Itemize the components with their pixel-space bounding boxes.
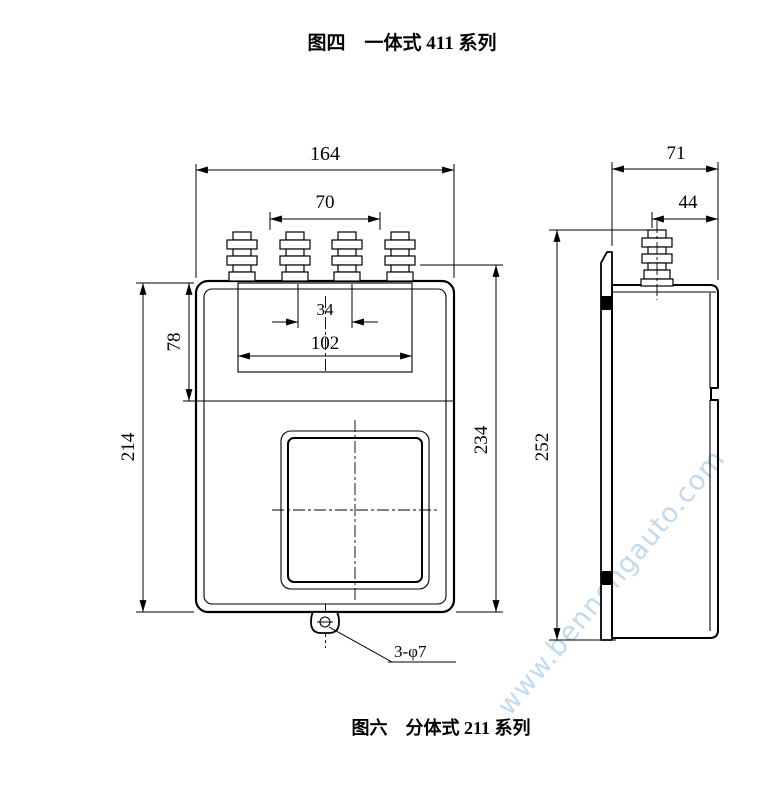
dim-44-label: 44	[679, 192, 699, 213]
terminal-bolt	[226, 231, 258, 282]
side-view	[600, 221, 719, 641]
dim-164: 164	[195, 143, 455, 278]
side-clip-bottom	[601, 571, 612, 585]
dim-214: 214	[118, 282, 194, 613]
dim-102-label: 102	[311, 333, 340, 354]
hole-note-label: 3-φ7	[394, 642, 427, 661]
front-window	[272, 420, 440, 600]
dim-71: 71	[611, 143, 719, 280]
dim-234-label: 234	[471, 425, 492, 454]
dim-78: 78	[164, 283, 196, 402]
dim-102: 102	[238, 333, 412, 360]
front-body	[194, 279, 456, 614]
dim-70: 70	[269, 192, 381, 230]
terminal-block-outline	[237, 282, 413, 373]
dim-214-label: 214	[118, 432, 139, 461]
hole-callout: 3-φ7	[328, 626, 456, 663]
dim-78-label: 78	[164, 333, 185, 352]
dim-44: 44	[651, 192, 718, 228]
dim-71-label: 71	[667, 143, 686, 164]
terminal-bolt	[279, 231, 311, 282]
dim-34: 34	[272, 284, 378, 328]
terminal-bolt	[331, 231, 363, 282]
side-body	[611, 284, 719, 639]
terminal-bolt	[384, 231, 416, 282]
front-view	[194, 231, 456, 648]
dim-70-label: 70	[316, 192, 335, 213]
dim-34-label: 34	[317, 300, 335, 319]
figure-caption: 图六 分体式 211 系列	[351, 717, 530, 738]
dim-252-label: 252	[532, 433, 553, 462]
dim-234: 234	[420, 264, 503, 613]
front-terminals	[226, 231, 416, 282]
figure-title: 图四 一体式 411 系列	[308, 31, 497, 54]
dim-164-label: 164	[310, 143, 340, 165]
mounting-tab	[310, 611, 340, 634]
side-clip-top	[601, 296, 612, 310]
